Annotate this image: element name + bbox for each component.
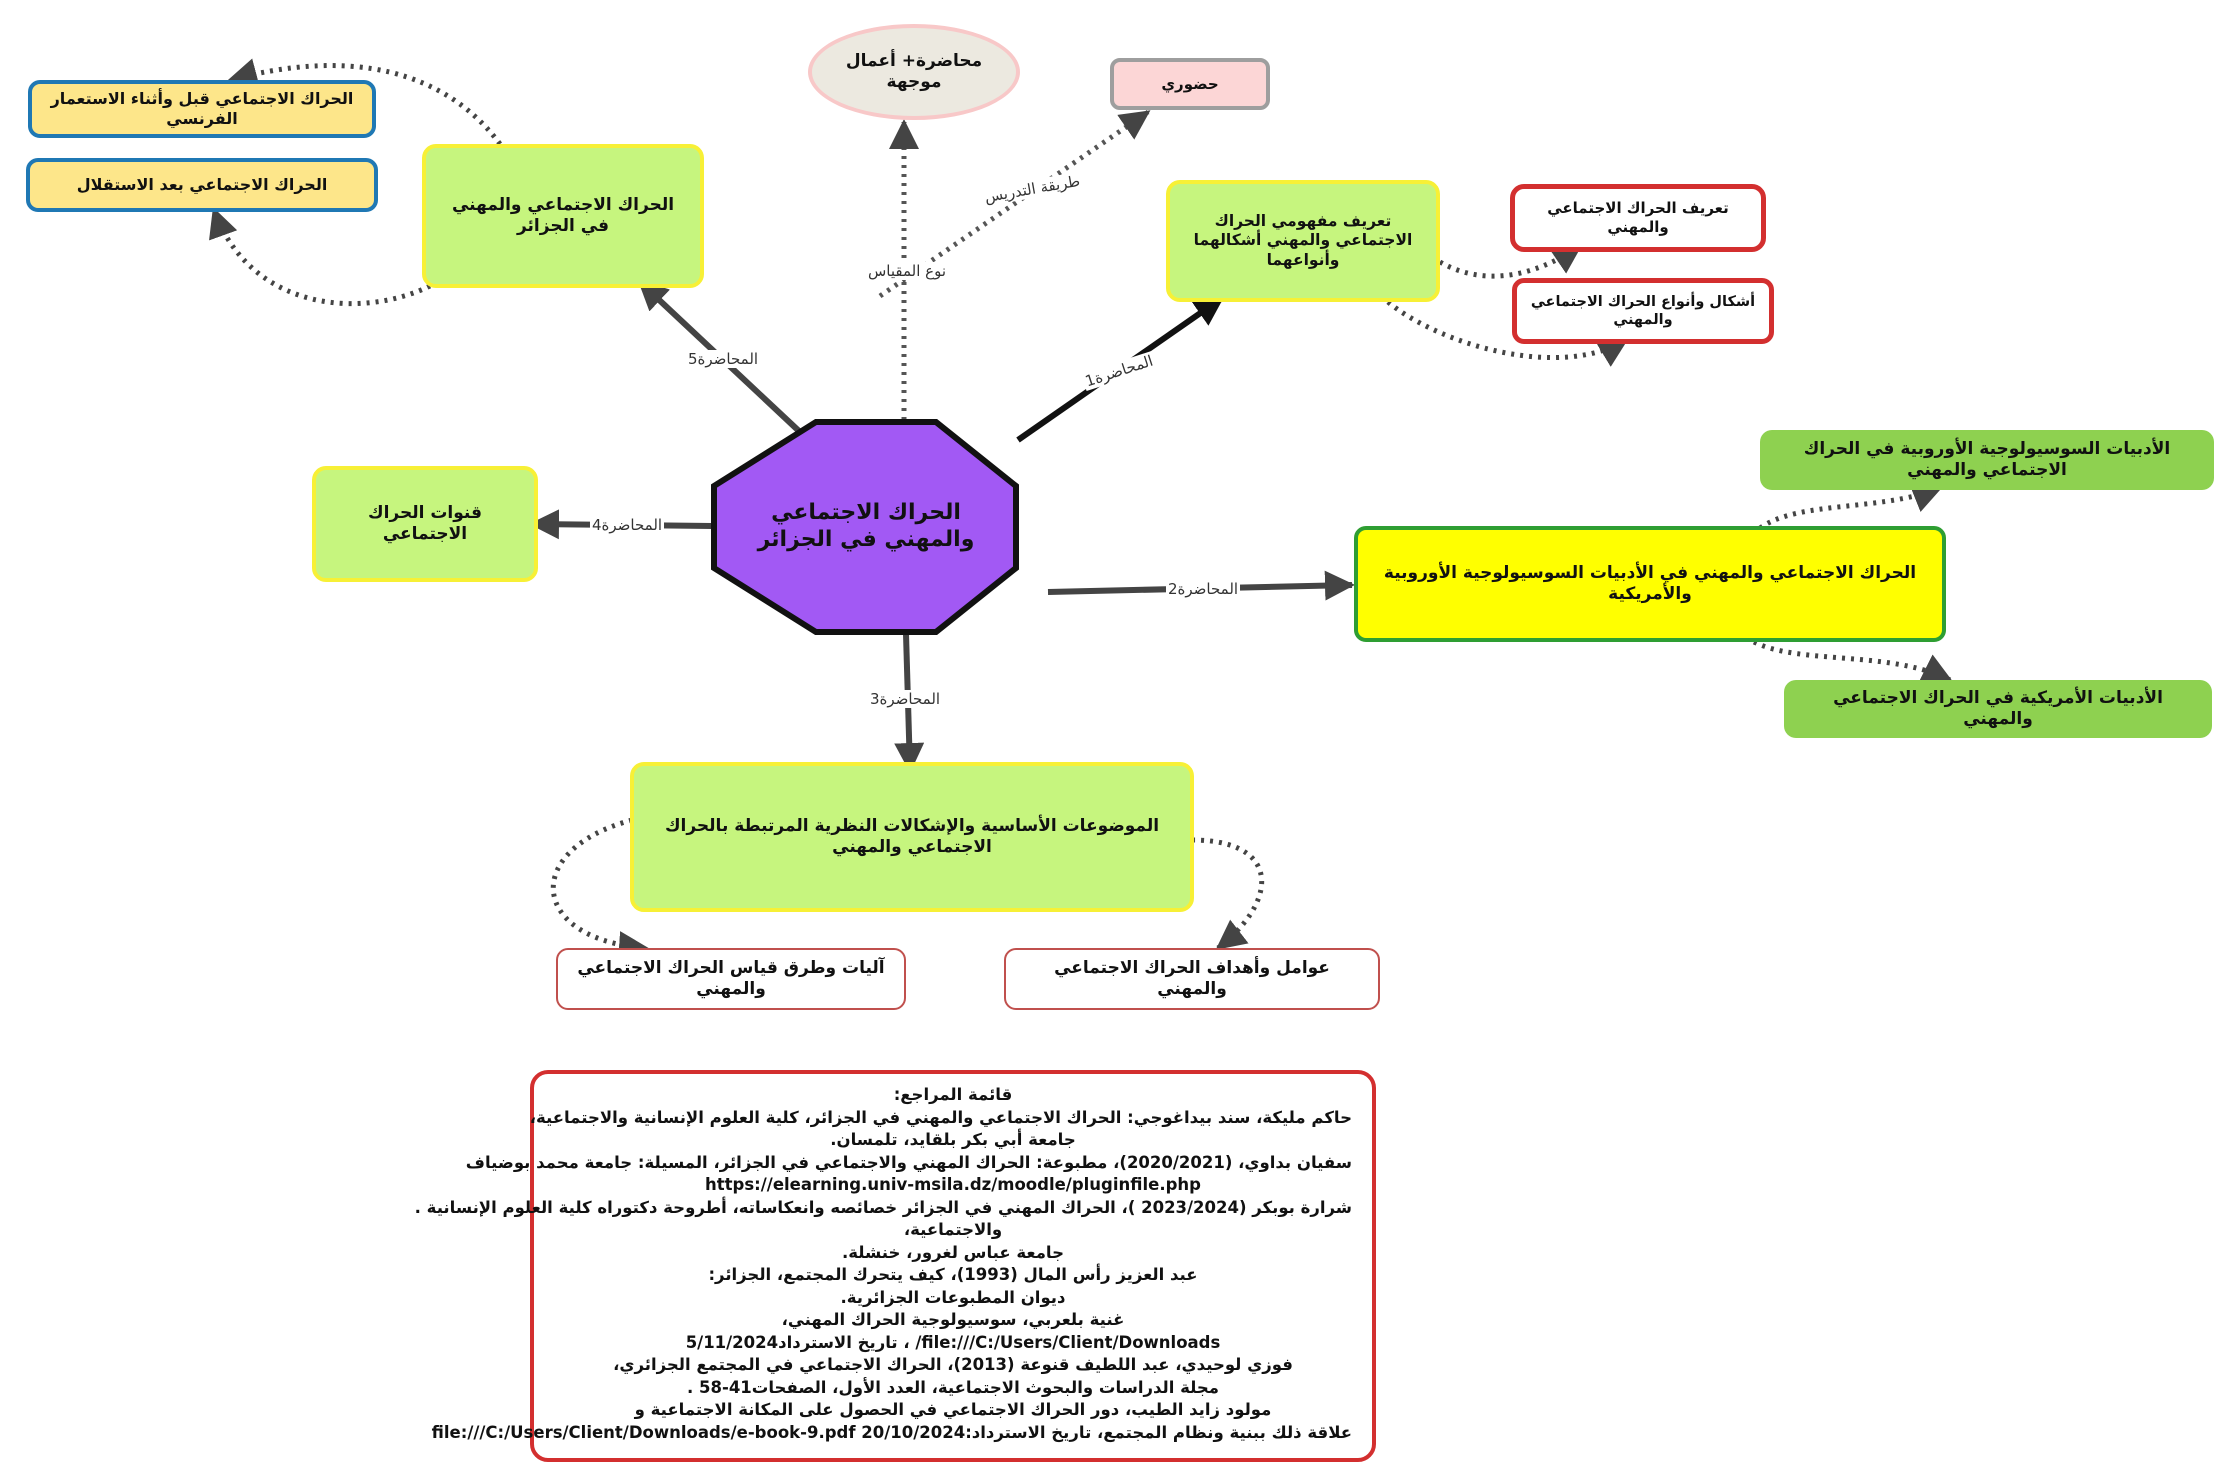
reference-line: قائمة المراجع:: [893, 1085, 1013, 1104]
reference-line: مجلة الدراسات والبحوث الاجتماعية، العدد …: [686, 1377, 1220, 1397]
center-node-shape: [711, 419, 1019, 635]
lecture3-sub2-node[interactable]: عوامل وأهداف الحراك الاجتماعي والمهني: [1004, 948, 1380, 1010]
reference-line: فوزي لوحيدي، عبد اللطيف قنوعة (2013)، ال…: [613, 1355, 1293, 1374]
reference-line: علاقة ذلك ببنية ونظام المجتمع، تاريخ الا…: [431, 1422, 1352, 1442]
edge-label-lecture5: المحاضرة5: [686, 350, 761, 368]
lecture-mode-node[interactable]: محاضرة+ أعمال موجهة: [808, 24, 1020, 120]
label-module-type: نوع المقياس: [866, 262, 949, 280]
lecture3-sub2-label: عوامل وأهداف الحراك الاجتماعي والمهني: [1054, 957, 1330, 999]
lecture3-sub1-node[interactable]: آليات وطرق قياس الحراك الاجتماعي والمهني: [556, 948, 906, 1010]
center-label: الحراك الاجتماعي والمهني في الجزائر: [757, 499, 975, 553]
reference-line: file:///C:/Users/Client/Downloads/ ، تار…: [685, 1332, 1221, 1352]
lecture2-sub1-label: الأدبيات السوسيولوجية الأوروبية في الحرا…: [1803, 438, 2171, 480]
lecture3-node[interactable]: الموضوعات الأساسية والإشكالات النظرية ال…: [630, 762, 1194, 912]
lecture5-title: الحراك الاجتماعي والمهني في الجزائر: [451, 194, 675, 236]
lecture2-node[interactable]: الحراك الاجتماعي والمهني في الأدبيات الس…: [1354, 526, 1946, 642]
reference-line: سفيان بداوي، (2020/2021)، مطبوعة: الحراك…: [465, 1152, 1352, 1172]
edge-l3-sub2: [1191, 837, 1265, 950]
attendance-label: حضوري: [1161, 74, 1219, 93]
edge-l1-sub1: [1438, 243, 1583, 279]
lecture-mode-label: محاضرة+ أعمال موجهة: [845, 50, 983, 92]
edge-l5-sub2: [209, 207, 432, 307]
reference-line: شرارة بوبكر (2023/2024 )، الحراك المهني …: [414, 1197, 1352, 1217]
lecture5-sub2-label: الحراك الاجتماعي بعد الاستقلال: [76, 175, 328, 194]
lecture3-title: الموضوعات الأساسية والإشكالات النظرية ال…: [664, 815, 1160, 857]
lecture1-sub2-node[interactable]: أشكال وأنواع الحراك الاجتماعي والمهني: [1512, 278, 1774, 344]
references-box: قائمة المراجع: حاكم مليكة، سند بيداغوجي:…: [414, 1070, 1376, 1462]
lecture5-sub1-node[interactable]: الحراك الاجتماعي قبل وأثناء الاستعمار ال…: [28, 80, 376, 138]
edge-label-lecture4: المحاضرة4: [590, 516, 665, 534]
lecture3-sub1-label: آليات وطرق قياس الحراك الاجتماعي والمهني: [577, 957, 885, 999]
lecture1-node[interactable]: تعريف مفهومي الحراك الاجتماعي والمهني أش…: [1166, 180, 1440, 302]
center-node[interactable]: الحراك الاجتماعي والمهني في الجزائر: [716, 470, 1016, 582]
edge-label-lecture3: المحاضرة3: [868, 690, 943, 708]
edge-l5-sub1: [227, 58, 503, 146]
lecture5-sub2-node[interactable]: الحراك الاجتماعي بعد الاستقلال: [26, 158, 378, 212]
lecture4-title: قنوات الحراك الاجتماعي: [367, 502, 482, 544]
reference-line: مولود زايد الطيب، دور الحراك الاجتماعي ف…: [634, 1400, 1272, 1419]
reference-line: جامعة أبي بكر بلقايد، تلمسان.: [830, 1130, 1076, 1149]
lecture4-node[interactable]: قنوات الحراك الاجتماعي: [312, 466, 538, 582]
reference-link[interactable]: https://elearning.univ-msila.dz/moodle/p…: [705, 1175, 1201, 1194]
reference-line: غنية بلعربي، سوسيولوجية الحراك المهني،: [781, 1310, 1125, 1329]
lecture2-sub2-label: الأدبيات الأمريكية في الحراك الاجتماعي و…: [1833, 687, 2163, 729]
edge-l2-sub1: [1758, 484, 1943, 531]
lecture1-sub1-node[interactable]: تعريف الحراك الاجتماعي والمهني: [1510, 184, 1766, 252]
lecture2-sub2-node[interactable]: الأدبيات الأمريكية في الحراك الاجتماعي و…: [1784, 680, 2212, 738]
reference-line: ديوان المطبوعات الجزائرية.: [840, 1287, 1066, 1307]
edge-l1-sub2: [1386, 300, 1629, 367]
reference-line: عبد العزيز رأس المال (1993)، كيف يتحرك ا…: [708, 1265, 1198, 1284]
lecture1-title: تعريف مفهومي الحراك الاجتماعي والمهني أش…: [1193, 211, 1413, 269]
reference-line: جامعة عباس لغرور، خنشلة.: [841, 1242, 1065, 1262]
reference-line: حاكم مليكة، سند بيداغوجي: الحراك الاجتما…: [529, 1107, 1352, 1127]
lecture5-sub1-label: الحراك الاجتماعي قبل وأثناء الاستعمار ال…: [50, 89, 354, 128]
lecture2-title: الحراك الاجتماعي والمهني في الأدبيات الس…: [1383, 562, 1917, 604]
edge-label-lecture2: المحاضرة2: [1166, 580, 1241, 598]
reference-line: والاجتماعية،: [903, 1220, 1003, 1239]
attendance-node[interactable]: حضوري: [1110, 58, 1270, 110]
edge-l2-sub2: [1752, 639, 1953, 683]
lecture1-sub1-label: تعريف الحراك الاجتماعي والمهني: [1547, 199, 1729, 236]
lecture2-sub1-node[interactable]: الأدبيات السوسيولوجية الأوروبية في الحرا…: [1760, 430, 2214, 490]
edge-l3-sub1: [551, 817, 649, 962]
lecture1-sub2-label: أشكال وأنواع الحراك الاجتماعي والمهني: [1530, 293, 1756, 328]
lecture5-node[interactable]: الحراك الاجتماعي والمهني في الجزائر: [422, 144, 704, 288]
